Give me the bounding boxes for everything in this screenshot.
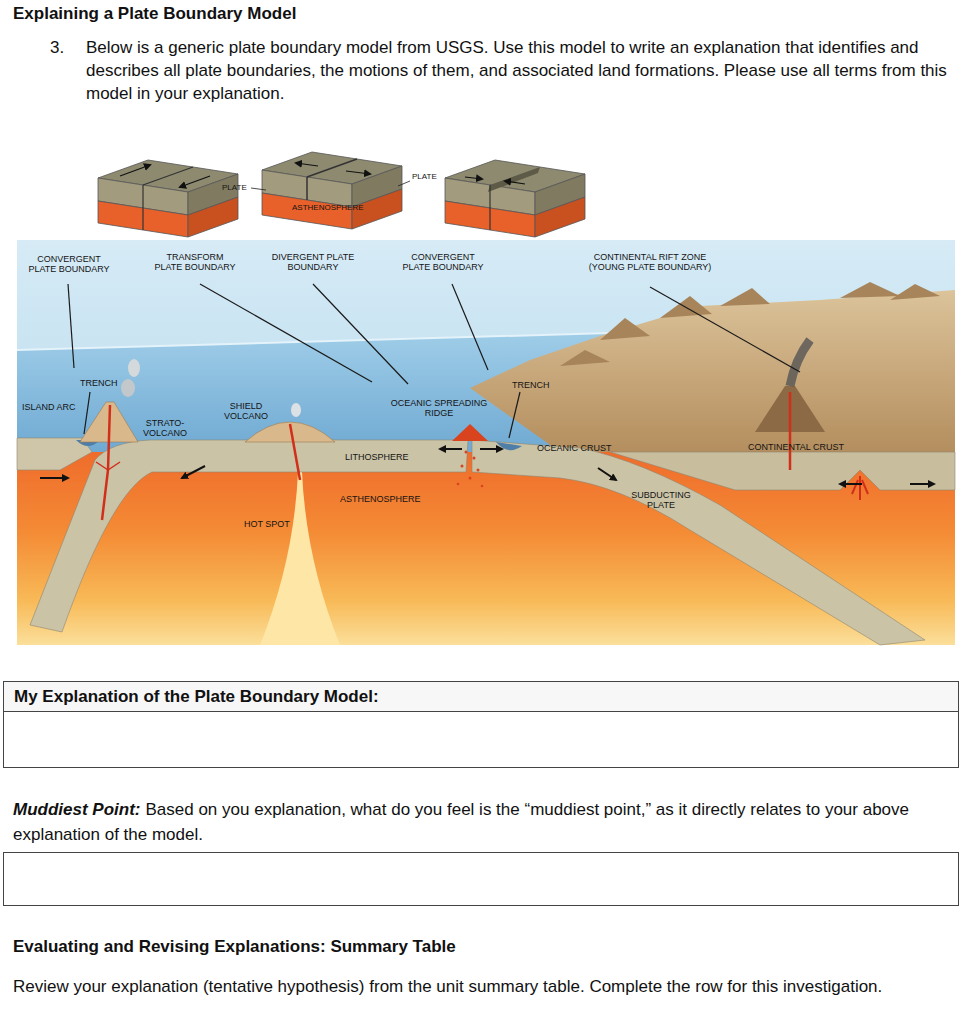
- block-label: PLATE: [412, 172, 437, 182]
- feature-label: OCEANIC CRUST: [537, 443, 612, 453]
- boundary-label: DIVERGENT PLATE BOUNDARY: [270, 252, 356, 272]
- hot-spot-conduit: [290, 424, 300, 480]
- continent: [470, 290, 955, 452]
- spreading-ridge: [452, 424, 488, 441]
- boundary-label: CONVERGENT PLATE BOUNDARY: [26, 254, 112, 274]
- answer-box: [3, 852, 959, 906]
- motion-arrows: [40, 449, 934, 484]
- convergent-block: [445, 160, 585, 237]
- prompt-heading: Muddiest Point:: [13, 800, 140, 819]
- feature-label: TRENCH: [80, 378, 118, 388]
- sky: [17, 240, 955, 645]
- feature-label: SHIELD VOLCANO: [220, 401, 272, 421]
- layer-label: LITHOSPHERE: [345, 452, 409, 462]
- cross-section: [17, 240, 955, 645]
- feature-label: ISLAND ARC: [22, 402, 76, 412]
- feature-label: STRATO- VOLCANO: [141, 418, 189, 438]
- boundary-label: TRANSFORM PLATE BOUNDARY: [152, 252, 238, 272]
- feature-label: TRENCH: [512, 380, 550, 390]
- question-number: 3.: [50, 36, 64, 59]
- rift-magma: [852, 476, 868, 500]
- boundary-label: CONVERGENT PLATE BOUNDARY: [400, 252, 486, 272]
- ash-plume: [121, 379, 135, 397]
- boundary-label: CONTINENTAL RIFT ZONE (YOUNG PLATE BOUND…: [575, 252, 725, 272]
- section-heading: Evaluating and Revising Explanations: Su…: [13, 935, 456, 958]
- block-label: PLATE: [222, 183, 247, 193]
- question-text: Below is a generic plate boundary model …: [86, 36, 958, 105]
- block-label: ASTHENOSPHERE: [292, 203, 364, 213]
- feature-label: OCEANIC SPREADING RIDGE: [386, 398, 492, 418]
- ridge-magma: [457, 451, 484, 488]
- mountains: [560, 282, 940, 366]
- box-heading: My Explanation of the Plate Boundary Mod…: [4, 682, 958, 712]
- feature-label: CONTINENTAL CRUST: [748, 442, 844, 452]
- prompt-text: Based on you explanation, what do you fe…: [13, 800, 909, 844]
- continental-lithosphere: [610, 452, 955, 490]
- magma-conduit: [102, 405, 110, 520]
- asthenosphere-mantle: [17, 440, 955, 645]
- feature-label: SUBDUCTING PLATE: [626, 490, 696, 510]
- transform-block: [98, 160, 238, 237]
- muddiest-prompt: Muddiest Point:Based on you explanation,…: [13, 797, 958, 847]
- divergent-block: [251, 152, 410, 229]
- layer-label: ASTHENOSPHERE: [340, 494, 421, 504]
- worksheet-title: Explaining a Plate Boundary Model: [13, 3, 296, 25]
- hot-spot-plume: [260, 472, 340, 645]
- oceanic-lithosphere: [30, 440, 468, 632]
- leader-lines: [68, 284, 800, 438]
- instruction-text: Review your explanation (tentative hypot…: [13, 974, 953, 999]
- explanation-box: My Explanation of the Plate Boundary Mod…: [3, 681, 959, 768]
- feature-label: HOT SPOT: [244, 519, 290, 529]
- block-models: [98, 152, 585, 237]
